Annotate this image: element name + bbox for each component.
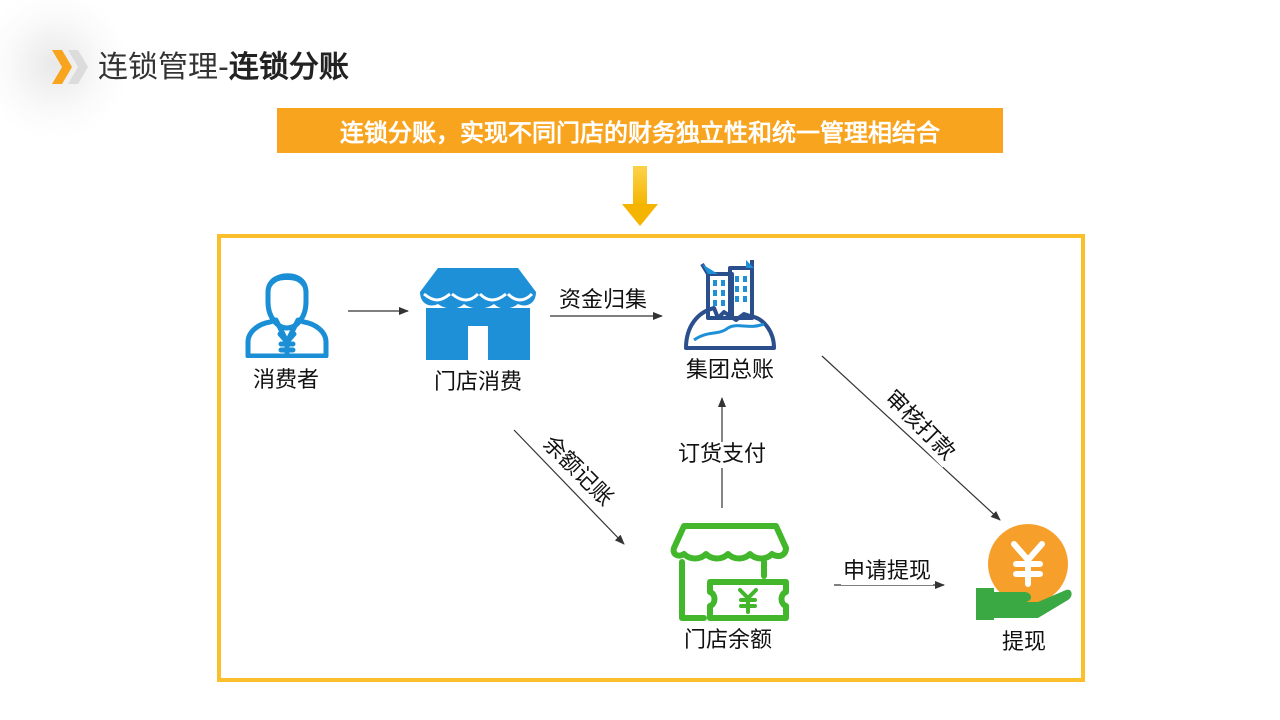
node-label-withdraw: 提现: [1001, 630, 1047, 655]
node-label-group-ledger: 集团总账: [685, 358, 775, 383]
summary-banner: 连锁分账，实现不同门店的财务独立性和统一管理相结合: [277, 108, 1003, 153]
page-title-section: 连锁管理-: [98, 50, 229, 85]
store-wallet-icon: [670, 523, 789, 621]
page-title-topic: 连锁分账: [228, 50, 349, 85]
summary-banner-text: 连锁分账，实现不同门店的财务独立性和统一管理相结合: [340, 119, 940, 147]
consumer-yuan-icon: [245, 273, 329, 358]
flow-diagram-frame: [217, 234, 1085, 682]
node-label-store-consume: 门店消费: [433, 370, 523, 395]
node-label-store-balance: 门店余额: [683, 628, 773, 653]
city-buildings-icon: [684, 260, 776, 350]
arrow-group-to-withdraw: [821, 355, 1001, 521]
node-label-consumer: 消费者: [252, 368, 320, 393]
down-arrow-icon: [622, 166, 658, 226]
page-title: 连锁管理-连锁分账: [98, 48, 349, 88]
hand-coin-icon: [976, 524, 1072, 620]
edge-label-fund-collect: 资金归集: [557, 288, 650, 314]
arrow-store-to-balance: [513, 429, 625, 545]
storefront-icon: [420, 268, 536, 360]
edge-label-order-pay: 订货支付: [676, 442, 769, 468]
edge-label-apply-withdraw: 申请提现: [841, 559, 934, 585]
double-chevron-icon: [52, 50, 88, 84]
